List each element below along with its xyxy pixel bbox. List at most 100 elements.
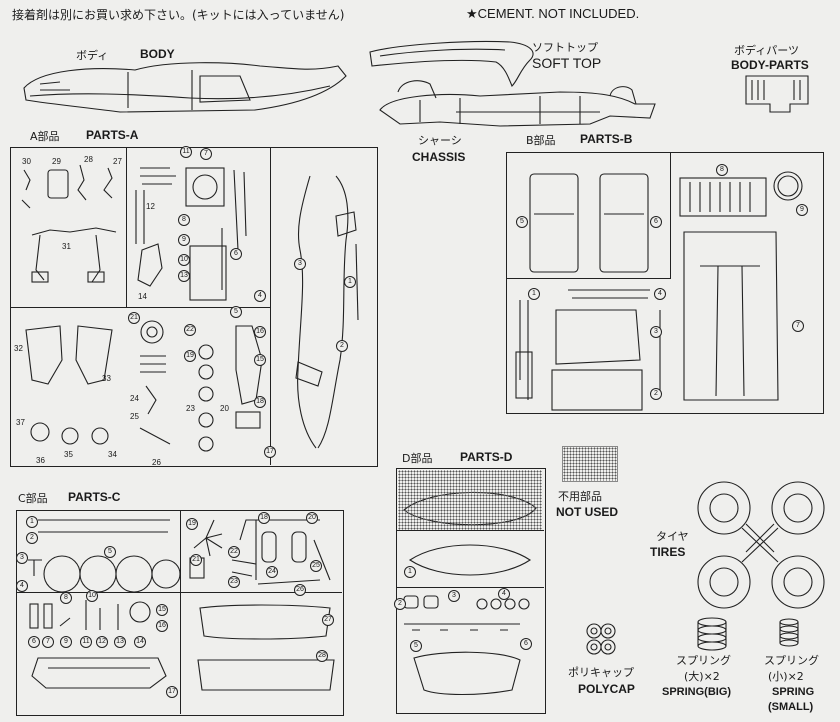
spring-big-drawing xyxy=(697,617,727,651)
part-c-21: 21 xyxy=(190,554,202,566)
parts-d-runner xyxy=(396,468,546,714)
spring-small-drawing xyxy=(779,618,799,647)
body-shell-drawing xyxy=(23,62,347,113)
spring-small-size-jp: (小)×2 xyxy=(768,670,804,683)
part-a-34: 34 xyxy=(108,450,117,459)
part-b-6: 6 xyxy=(650,216,662,228)
part-b-1: 1 xyxy=(528,288,540,300)
part-a-6: 6 xyxy=(230,248,242,260)
part-a-26: 26 xyxy=(152,458,161,467)
part-b-7: 7 xyxy=(792,320,804,332)
parts-c-cell-3 xyxy=(16,592,181,714)
parts-d-not-used-area xyxy=(398,470,542,530)
part-a-28: 28 xyxy=(84,155,93,164)
part-a-27: 27 xyxy=(113,157,122,166)
parts-c-label-en: PARTS-C xyxy=(68,490,121,504)
part-c-10: 10 xyxy=(86,590,98,602)
spring-small-label-en-1: SPRING xyxy=(772,686,815,698)
part-c-4: 4 xyxy=(16,580,28,592)
part-a-16: 16 xyxy=(254,326,266,338)
chassis-label-en: CHASSIS xyxy=(412,150,466,164)
polycap-label-en: POLYCAP xyxy=(578,682,635,696)
parts-c-label-jp: C部品 xyxy=(18,492,48,505)
parts-a-cell-2 xyxy=(126,147,271,308)
part-c-14: 14 xyxy=(134,636,146,648)
part-a-13: 13 xyxy=(178,270,190,282)
part-a-22: 22 xyxy=(184,324,196,336)
parts-b-runner xyxy=(506,152,824,414)
spring-small-label-jp: スプリング xyxy=(764,654,819,667)
part-c-19: 19 xyxy=(186,518,198,530)
part-c-7: 7 xyxy=(42,636,54,648)
parts-d-cell-2 xyxy=(396,530,544,588)
part-d-4: 4 xyxy=(498,588,510,600)
part-d-2: 2 xyxy=(394,598,406,610)
part-a-32: 33 xyxy=(102,374,111,383)
parts-c-cell-1 xyxy=(16,510,181,593)
parts-a-label-en: PARTS-A xyxy=(86,128,139,142)
part-b-9: 9 xyxy=(796,204,808,216)
part-a-12: 12 xyxy=(146,202,155,211)
part-c-13: 13 xyxy=(114,636,126,648)
part-b-5: 5 xyxy=(516,216,528,228)
part-a-7: 7 xyxy=(200,148,212,160)
part-c-27: 27 xyxy=(322,614,334,626)
part-c-16: 16 xyxy=(156,620,168,632)
part-a-14: 14 xyxy=(138,292,147,301)
parts-b-label-jp: B部品 xyxy=(526,134,556,147)
parts-a-label-jp: A部品 xyxy=(30,130,60,143)
part-a-8: 8 xyxy=(178,214,190,226)
part-a-24: 24 xyxy=(130,394,139,403)
part-c-2: 2 xyxy=(26,532,38,544)
cement-note-en: ★CEMENT. NOT INCLUDED. xyxy=(466,6,640,21)
spring-small-label-en-2: (SMALL) xyxy=(768,701,814,713)
part-a-4: 4 xyxy=(254,290,266,302)
part-a-36: 36 xyxy=(36,456,45,465)
part-d-1: 1 xyxy=(404,566,416,578)
part-a-35: 35 xyxy=(64,450,73,459)
parts-d-label-en: PARTS-D xyxy=(460,450,513,464)
part-a-20: 20 xyxy=(220,404,229,413)
part-c-9: 9 xyxy=(60,636,72,648)
part-a-30: 30 xyxy=(22,157,31,166)
cement-note-jp: 接着剤は別にお買い求め下さい。(キットには入っていません) xyxy=(12,8,345,22)
not-used-label-jp: 不用部品 xyxy=(558,490,602,503)
part-c-25: 25 xyxy=(310,560,322,572)
parts-c-cell-2 xyxy=(180,510,342,593)
tires-drawing xyxy=(697,481,825,609)
part-b-3: 3 xyxy=(650,326,662,338)
part-a-31: 31 xyxy=(62,242,71,251)
body-label-en: BODY xyxy=(140,47,175,61)
body-label-jp: ボディ xyxy=(76,49,109,62)
not-used-label-en: NOT USED xyxy=(556,505,619,519)
part-c-5: 5 xyxy=(104,546,116,558)
polycap-drawing xyxy=(586,623,616,655)
parts-b-label-en: PARTS-B xyxy=(580,132,633,146)
part-c-3: 3 xyxy=(16,552,28,564)
part-d-5: 5 xyxy=(410,640,422,652)
part-c-23: 23 xyxy=(228,576,240,588)
not-used-swatch xyxy=(562,446,618,482)
spring-big-label-jp: スプリング xyxy=(676,654,731,667)
part-a-37: 37 xyxy=(16,418,25,427)
part-a-29: 29 xyxy=(52,157,61,166)
part-c-6: 6 xyxy=(28,636,40,648)
part-c-12: 12 xyxy=(96,636,108,648)
part-c-28: 28 xyxy=(316,650,328,662)
part-a-2: 2 xyxy=(336,340,348,352)
polycap-label-jp: ポリキャップ xyxy=(568,666,634,679)
parts-b-drawing xyxy=(515,171,803,411)
chassis-drawing xyxy=(379,80,656,127)
body-parts-label-en: BODY-PARTS xyxy=(731,58,809,72)
tires-label-en: TIRES xyxy=(650,545,686,559)
chassis-label-jp: シャーシ xyxy=(418,134,462,147)
part-a-11: 11 xyxy=(180,146,192,158)
part-a-32-left: 32 xyxy=(14,344,23,353)
parts-a-cell-3 xyxy=(126,307,271,465)
part-c-20: 20 xyxy=(306,512,318,524)
part-c-24: 24 xyxy=(266,566,278,578)
part-b-2: 2 xyxy=(650,388,662,400)
parts-d-label-jp: D部品 xyxy=(402,452,433,465)
part-c-26: 26 xyxy=(294,584,306,596)
spring-big-label-en: SPRING(BIG) xyxy=(662,686,732,698)
